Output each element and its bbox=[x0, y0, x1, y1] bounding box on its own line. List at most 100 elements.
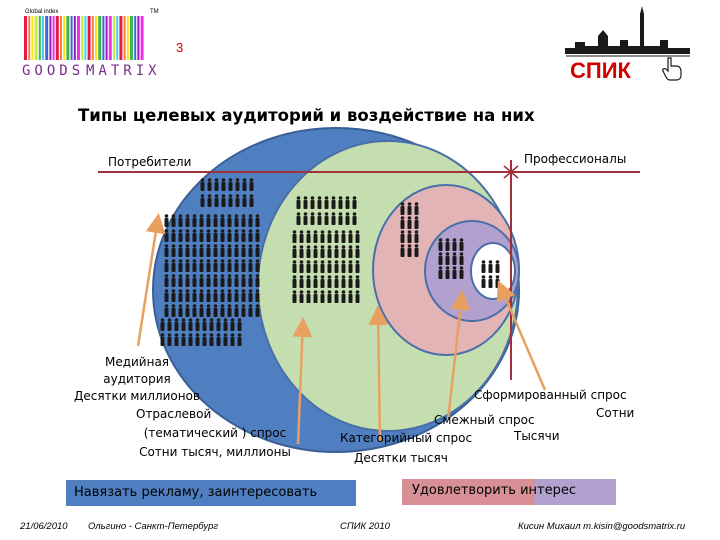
person-icon bbox=[206, 274, 211, 287]
person-icon bbox=[234, 304, 239, 317]
person-icon bbox=[220, 274, 225, 287]
person-icon bbox=[207, 194, 212, 207]
person-icon bbox=[171, 244, 176, 257]
right-action-text-part2: интерес bbox=[520, 483, 577, 498]
person-icon bbox=[345, 196, 350, 209]
hand-cursor-icon bbox=[662, 57, 682, 81]
person-icon bbox=[223, 333, 228, 346]
person-icon bbox=[445, 266, 450, 279]
person-icon bbox=[200, 178, 205, 191]
person-icon bbox=[248, 289, 253, 302]
person-icon bbox=[164, 274, 169, 287]
person-icon bbox=[248, 214, 253, 227]
person-icon bbox=[407, 216, 412, 229]
person-icon bbox=[341, 275, 346, 288]
footer-place: Ольгино - Санкт-Петербург bbox=[88, 521, 219, 532]
right-action-text-part1: Удовлетворить bbox=[412, 483, 521, 498]
person-icon bbox=[160, 333, 165, 346]
person-icon bbox=[310, 212, 315, 225]
person-icon bbox=[310, 196, 315, 209]
person-icon bbox=[181, 318, 186, 331]
person-icon bbox=[234, 229, 239, 242]
person-icon bbox=[488, 275, 493, 288]
person-icon bbox=[188, 318, 193, 331]
person-icon bbox=[355, 245, 360, 258]
person-icon bbox=[164, 259, 169, 272]
person-icon bbox=[164, 289, 169, 302]
person-icon bbox=[248, 274, 253, 287]
person-icon bbox=[341, 260, 346, 273]
person-icon bbox=[206, 214, 211, 227]
adjacent-demand-label: Смежный спрос bbox=[434, 413, 535, 427]
industry-arrow bbox=[292, 317, 313, 445]
person-icon bbox=[459, 266, 464, 279]
person-icon bbox=[174, 333, 179, 346]
person-icon bbox=[227, 229, 232, 242]
person-icon bbox=[213, 259, 218, 272]
person-icon bbox=[327, 230, 332, 243]
person-icon bbox=[234, 289, 239, 302]
person-icon bbox=[234, 259, 239, 272]
person-icon bbox=[185, 274, 190, 287]
person-icon bbox=[400, 202, 405, 215]
person-icon bbox=[206, 229, 211, 242]
person-icon bbox=[414, 216, 419, 229]
formed-demand-amount: Сотни bbox=[596, 406, 635, 420]
person-icon bbox=[320, 230, 325, 243]
person-icon bbox=[185, 244, 190, 257]
logo-global-index-text: Global index bbox=[25, 9, 59, 15]
person-icon bbox=[200, 194, 205, 207]
person-icon bbox=[313, 290, 318, 303]
person-icon bbox=[452, 252, 457, 265]
spik-skyline-logo bbox=[565, 6, 690, 57]
media-arrow bbox=[136, 213, 166, 347]
person-icon bbox=[242, 178, 247, 191]
formed-demand-label: Сформированный спрос bbox=[474, 388, 627, 402]
professionals-label: Профессионалы bbox=[524, 152, 627, 166]
industry-demand-line1: Отраслевой bbox=[136, 407, 212, 421]
category-demand-amount: Десятки тысяч bbox=[354, 451, 448, 465]
person-icon bbox=[299, 260, 304, 273]
person-icon bbox=[248, 229, 253, 242]
person-icon bbox=[306, 275, 311, 288]
person-icon bbox=[164, 229, 169, 242]
person-icon bbox=[495, 260, 500, 273]
person-icon bbox=[407, 202, 412, 215]
person-icon bbox=[438, 252, 443, 265]
left-action-box bbox=[66, 480, 356, 506]
logo-matrix-word: MATRIX bbox=[86, 63, 161, 79]
person-icon bbox=[414, 244, 419, 257]
person-icon bbox=[313, 275, 318, 288]
person-icon bbox=[334, 260, 339, 273]
person-icon bbox=[452, 266, 457, 279]
person-icon bbox=[235, 178, 240, 191]
person-icon bbox=[185, 259, 190, 272]
person-icon bbox=[227, 259, 232, 272]
person-icon bbox=[220, 214, 225, 227]
person-icon bbox=[355, 230, 360, 243]
person-icon bbox=[445, 238, 450, 251]
person-icon bbox=[324, 196, 329, 209]
person-icon bbox=[164, 304, 169, 317]
person-icon bbox=[223, 318, 228, 331]
formed-arrow bbox=[496, 280, 547, 391]
person-icon bbox=[164, 244, 169, 257]
person-icon bbox=[400, 216, 405, 229]
person-icon bbox=[213, 304, 218, 317]
person-icon bbox=[206, 304, 211, 317]
person-icon bbox=[221, 194, 226, 207]
person-icon bbox=[192, 214, 197, 227]
person-icon bbox=[241, 229, 246, 242]
person-icon bbox=[171, 274, 176, 287]
person-icon bbox=[303, 212, 308, 225]
adjacent-demand-amount: Тысячи bbox=[514, 429, 560, 443]
person-icon bbox=[249, 178, 254, 191]
person-icon bbox=[178, 229, 183, 242]
person-icon bbox=[255, 229, 260, 242]
person-icon bbox=[248, 244, 253, 257]
person-icon bbox=[292, 245, 297, 258]
person-icon bbox=[185, 289, 190, 302]
page-title: Типы целевых аудиторий и воздействие на … bbox=[78, 106, 535, 125]
person-icon bbox=[221, 178, 226, 191]
person-icon bbox=[237, 333, 242, 346]
